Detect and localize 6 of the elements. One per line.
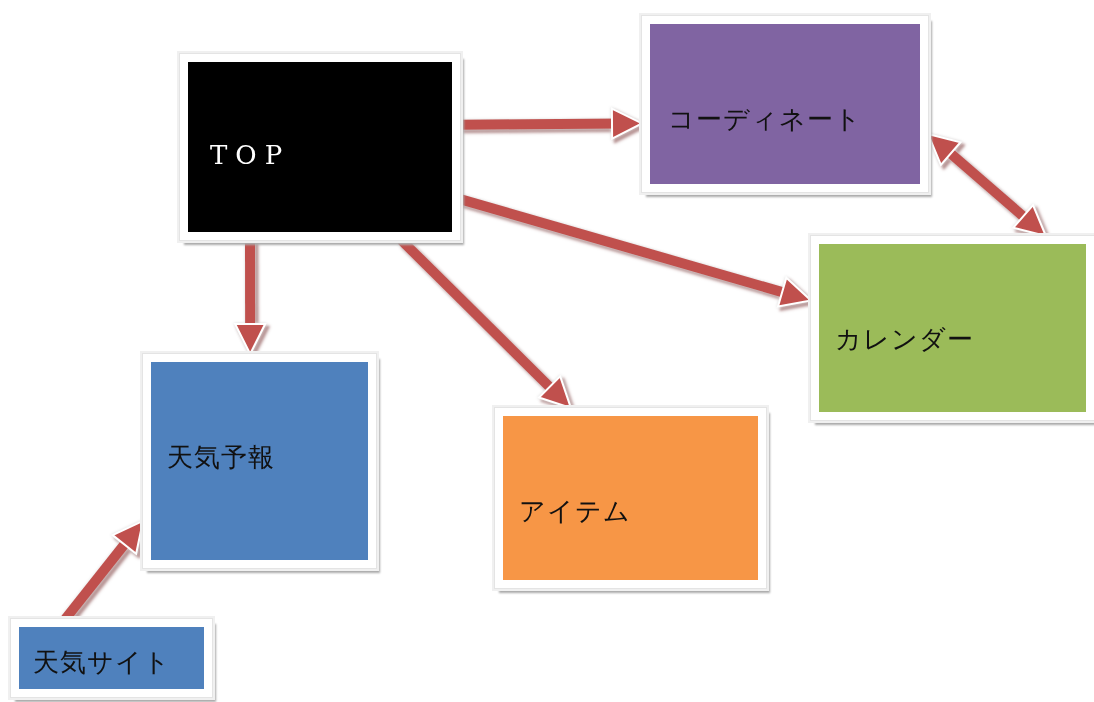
box-label: TOP: [210, 140, 291, 170]
box-label: 天気サイト: [33, 646, 171, 679]
box-label: コーディネート: [668, 103, 862, 136]
box-label: アイテム: [519, 495, 631, 528]
box-label: 天気予報: [167, 441, 275, 474]
box-label: カレンダー: [835, 323, 974, 356]
